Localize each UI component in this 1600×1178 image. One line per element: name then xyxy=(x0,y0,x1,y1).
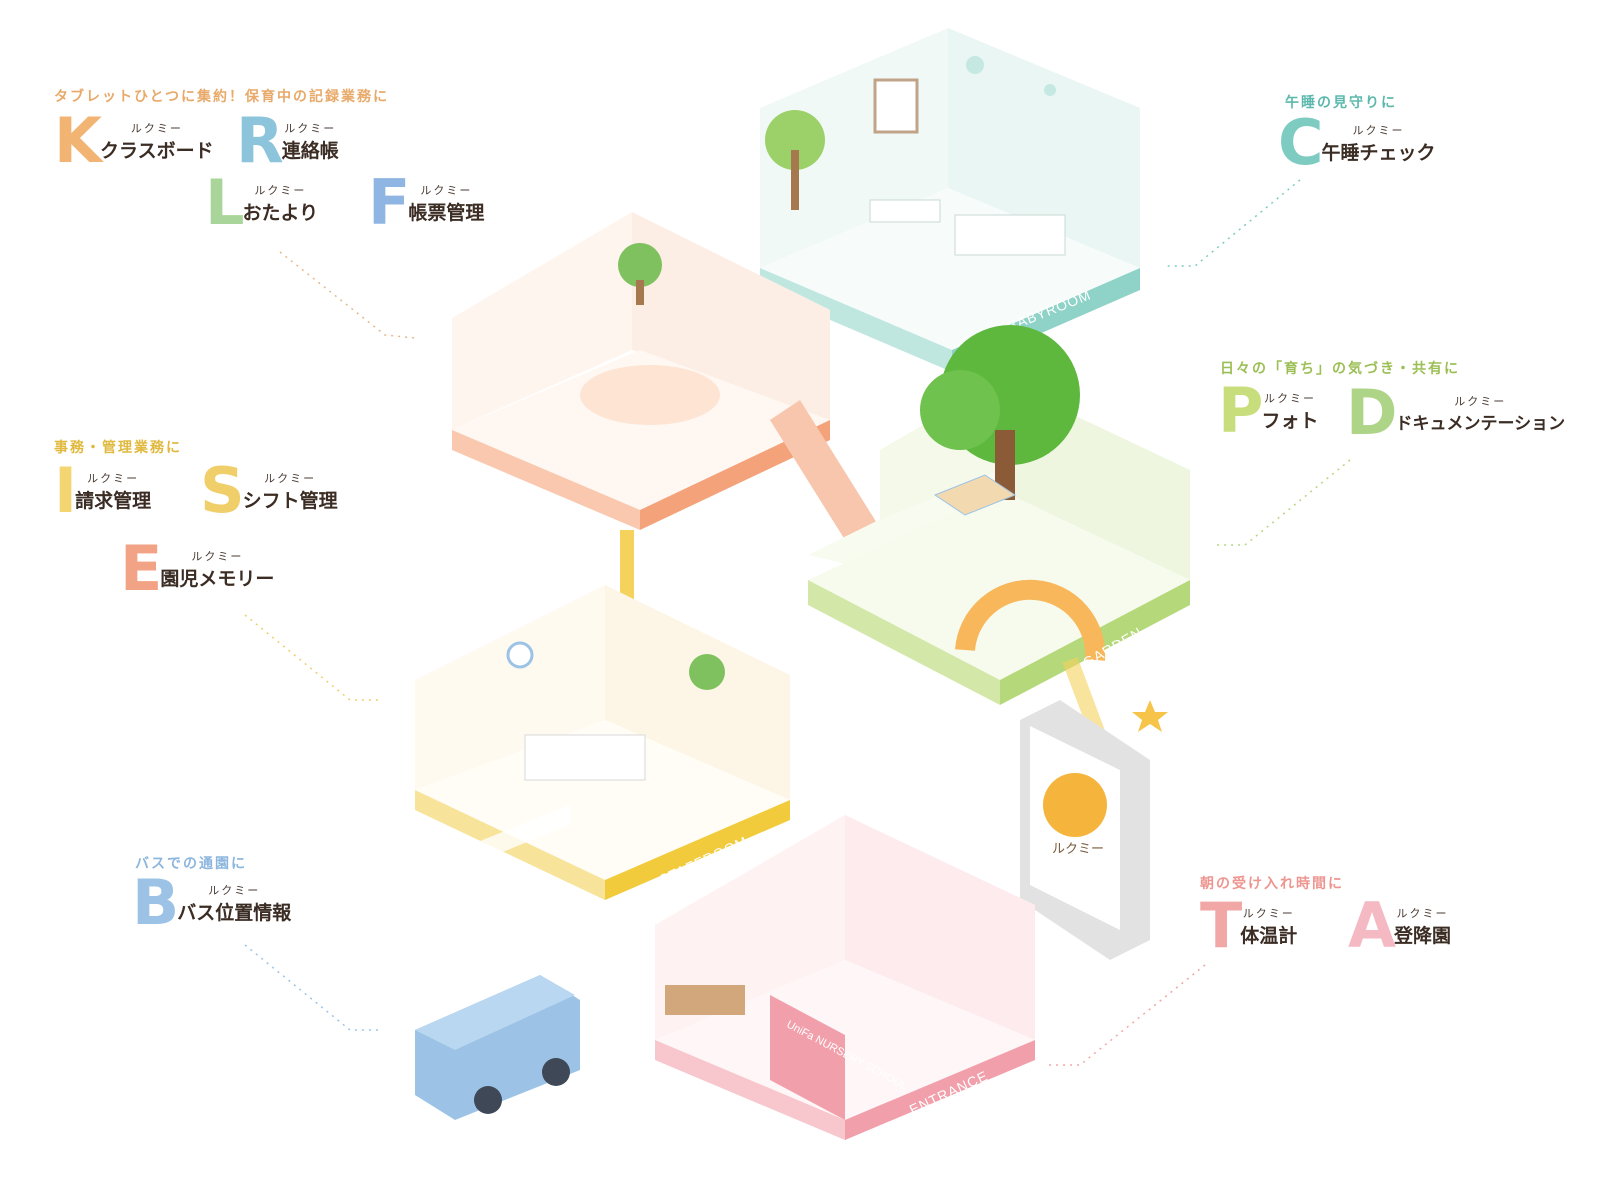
service-letter-L: L xyxy=(205,166,245,239)
service-A[interactable]: A ルクミー登降園 xyxy=(1348,895,1451,957)
garden: GARDEN xyxy=(808,325,1190,743)
service-ruby: ルクミー xyxy=(284,121,337,135)
leader-line-record xyxy=(279,251,416,339)
service-name: 連絡帳 xyxy=(281,139,339,162)
caption-morning: 朝の受け入れ時間に xyxy=(1200,876,1344,892)
service-ruby: ルクミー xyxy=(1242,906,1295,920)
service-name: 園児メモリー xyxy=(160,567,275,590)
service-letter-S: S xyxy=(200,454,245,527)
service-letter-P: P xyxy=(1218,374,1264,447)
caption-record: タブレットひとつに集約！保育中の記録業務に xyxy=(54,89,390,105)
service-name: バス位置情報 xyxy=(177,901,292,924)
service-name: 帳票管理 xyxy=(408,201,485,224)
service-letter-I: I xyxy=(54,454,78,527)
caption-bus: バスでの通園に xyxy=(135,856,247,872)
service-name: フォト xyxy=(1261,409,1319,432)
caption-growth: 日々の「育ち」の気づき・共有に xyxy=(1220,361,1460,377)
service-ruby: ルクミー xyxy=(1396,906,1449,920)
leader-line-nap xyxy=(1165,179,1301,267)
service-ruby: ルクミー xyxy=(264,471,317,485)
service-letter-A: A xyxy=(1348,889,1396,962)
service-R[interactable]: R ルクミー連絡帳 xyxy=(236,110,339,172)
service-ruby: ルクミー xyxy=(420,183,473,197)
service-T[interactable]: T ルクミー体温計 xyxy=(1200,895,1297,957)
kidsroom: KIDSROOM xyxy=(452,212,900,680)
service-C[interactable]: C ルクミー午睡チェック xyxy=(1278,112,1436,174)
service-L[interactable]: L ルクミーおたより xyxy=(205,172,318,234)
tablet-device: ルクミー xyxy=(1020,700,1168,960)
bus xyxy=(415,804,580,1120)
service-name: 請求管理 xyxy=(75,489,152,512)
service-S[interactable]: S ルクミーシフト管理 xyxy=(200,460,338,522)
leader-line-morning xyxy=(1045,964,1206,1066)
service-B[interactable]: B ルクミーバス位置情報 xyxy=(132,872,291,934)
service-letter-F: F xyxy=(368,166,411,239)
service-ruby: ルクミー xyxy=(87,471,140,485)
leader-line-bus xyxy=(244,944,378,1031)
service-ruby: ルクミー xyxy=(208,883,261,897)
service-name: おたより xyxy=(242,201,319,224)
service-E[interactable]: E ルクミー園児メモリー xyxy=(120,538,274,600)
leader-line-growth xyxy=(1215,459,1351,546)
service-letter-R: R xyxy=(236,104,284,177)
service-I[interactable]: I ルクミー請求管理 xyxy=(54,460,151,522)
service-ruby: ルクミー xyxy=(1263,391,1316,405)
service-ruby: ルクミー xyxy=(1454,394,1507,408)
caption-admin: 事務・管理業務に xyxy=(54,440,182,456)
babyroom: BABYROOM xyxy=(760,28,1140,372)
service-D[interactable]: D ルクミードキュメンテーション xyxy=(1346,382,1565,444)
service-letter-K: K xyxy=(54,104,103,177)
service-ruby: ルクミー xyxy=(191,549,244,563)
service-name: 午睡チェック xyxy=(1321,141,1436,164)
service-letter-C: C xyxy=(1278,106,1324,179)
leader-line-admin xyxy=(244,614,380,701)
service-name: 登降園 xyxy=(1393,924,1451,947)
caption-nap: 午睡の見守りに xyxy=(1285,95,1397,111)
service-F[interactable]: F ルクミー帳票管理 xyxy=(368,172,484,234)
service-name: 体温計 xyxy=(1240,924,1298,947)
entrance: UniFa NURSERY SCHOOL ENTRANCE xyxy=(655,815,1035,1140)
service-name: ドキュメンテーション xyxy=(1395,413,1566,434)
service-letter-B: B xyxy=(132,866,180,939)
service-letter-E: E xyxy=(120,532,163,605)
tablet-logo-text: ルクミー xyxy=(1052,842,1104,857)
service-ruby: ルクミー xyxy=(130,121,183,135)
service-P[interactable]: P ルクミーフォト xyxy=(1218,380,1318,442)
service-ruby: ルクミー xyxy=(1352,123,1405,137)
service-ruby: ルクミー xyxy=(254,183,307,197)
service-letter-T: T xyxy=(1200,889,1243,962)
service-K[interactable]: K ルクミークラスボード xyxy=(54,110,214,172)
service-letter-D: D xyxy=(1346,376,1398,449)
service-name: シフト管理 xyxy=(242,489,338,512)
service-name: クラスボード xyxy=(100,139,214,162)
staffroom: STAFFROOM xyxy=(415,585,790,900)
